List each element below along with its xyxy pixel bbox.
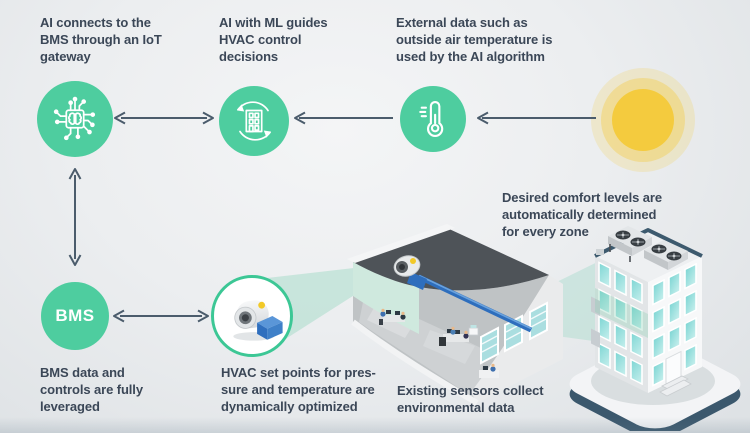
building-illustration <box>558 216 750 433</box>
caption-setpoints-optimized: HVAC set points for pres- sure and tempe… <box>221 365 376 414</box>
warehouse-blower <box>393 255 427 290</box>
workers-cluster <box>379 308 406 325</box>
caption-external-data: External data such as outside air temper… <box>396 15 553 64</box>
hvac-blower-icon <box>233 300 283 341</box>
building-steps <box>659 375 692 397</box>
caption-ml-decisions: AI with ML guides HVAC control decisions <box>219 15 328 64</box>
hvac-control-node <box>219 86 289 156</box>
arrow-external-to-hvaccontrol <box>293 110 395 131</box>
arrow-sun-to-external <box>476 110 598 131</box>
caption-bms-leveraged: BMS data and controls are fully leverage… <box>40 365 143 414</box>
sun-core <box>612 89 674 151</box>
caption-sensors-collect: Existing sensors collect environmental d… <box>397 383 544 415</box>
building-cycle-icon <box>237 101 271 141</box>
equipment-cart <box>468 325 479 336</box>
arrow-gateway-hvaccontrol <box>112 110 216 131</box>
ai-chip-icon <box>53 96 96 141</box>
rooftop-hvac-units <box>596 226 688 270</box>
external-data-node <box>400 86 466 152</box>
caption-comfort-levels: Desired comfort levels are automatically… <box>502 190 662 239</box>
hvac-setpoints-callout <box>211 275 293 357</box>
bms-node: BMS <box>41 282 109 350</box>
bms-label: BMS <box>55 306 95 325</box>
workers-cluster <box>439 326 469 346</box>
thermometer-icon <box>419 101 444 137</box>
warehouse-illustration <box>335 222 635 407</box>
arrow-gateway-bms <box>67 166 83 273</box>
zone-light-overlay <box>595 288 648 338</box>
building-windows-left <box>591 261 643 386</box>
building-windows-right <box>652 262 697 387</box>
warehouse-interior-illustration <box>347 224 563 406</box>
iot-gateway-node <box>37 81 113 157</box>
office-building-illustration <box>569 226 741 433</box>
air-duct <box>417 274 533 333</box>
workers-cluster <box>479 363 499 378</box>
arrow-bms-setpoints <box>111 308 211 329</box>
caption-iot-gateway: AI connects to the BMS through an IoT ga… <box>40 15 162 64</box>
warehouse-windows <box>480 301 548 365</box>
